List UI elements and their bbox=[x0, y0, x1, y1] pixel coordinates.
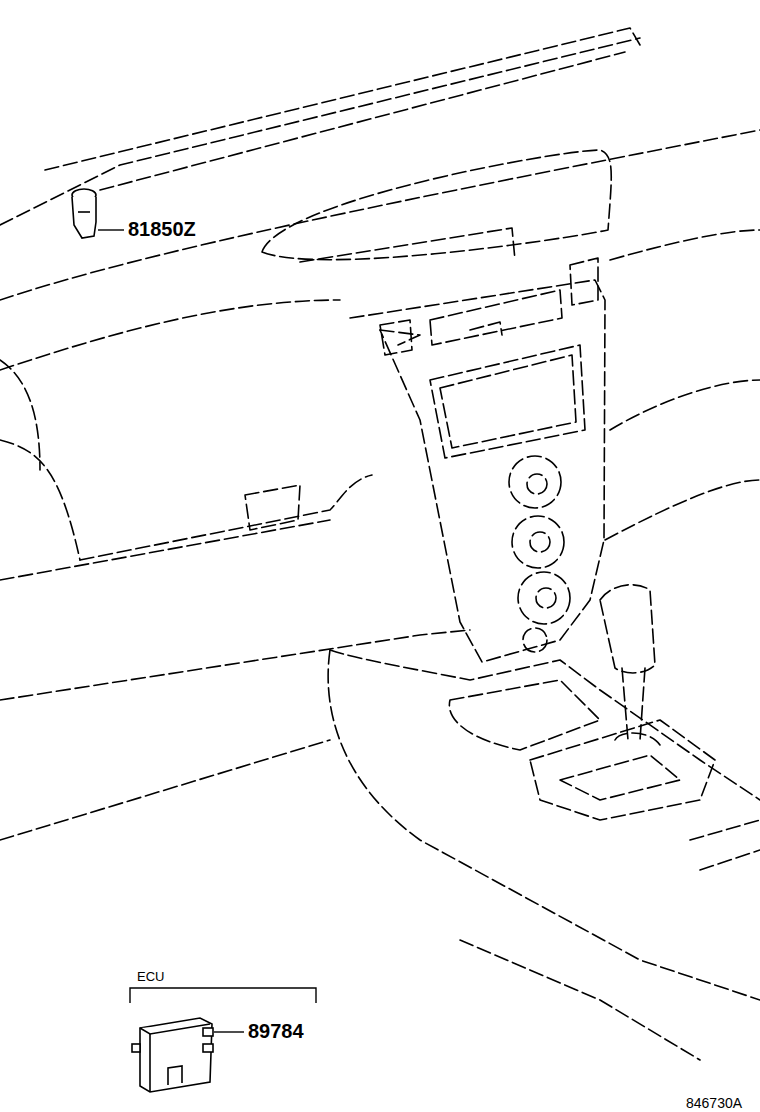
figure-number: 846730A bbox=[686, 1096, 742, 1110]
group-label: ECU bbox=[137, 970, 164, 983]
part-number: 81850Z bbox=[128, 219, 196, 239]
part-number: 89784 bbox=[248, 1021, 304, 1041]
